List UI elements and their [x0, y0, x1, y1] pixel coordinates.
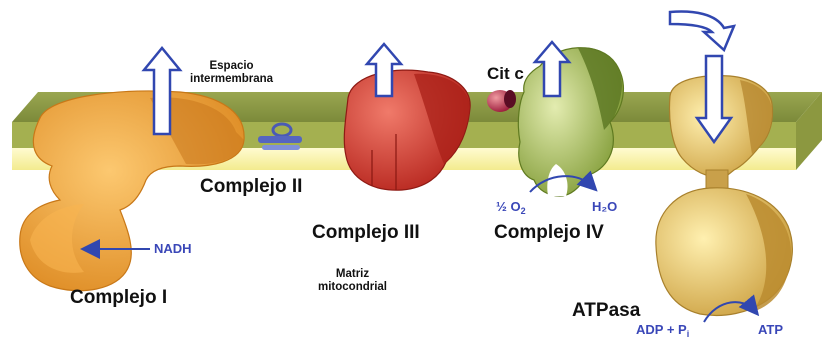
- atp-synthase-shape: [656, 76, 792, 316]
- matrix-line-2: mitocondrial: [318, 281, 387, 293]
- water-label: H₂O: [592, 199, 617, 214]
- intermembrane-space-line-1: Espacio: [209, 60, 253, 72]
- matrix-label: Matriz mitocondrial: [318, 268, 387, 294]
- complex-4-label: Complejo IV: [494, 222, 604, 244]
- nadh-label: NADH: [154, 241, 192, 256]
- intermembrane-space-label: Espacio intermembrana: [190, 60, 273, 86]
- oxygen-subscript: 2: [521, 206, 526, 216]
- adp-text: ADP + P: [636, 322, 687, 337]
- oxygen-text: ½ O: [496, 199, 521, 214]
- cytochrome-c-label: Cit c: [487, 64, 524, 84]
- complex-1-label: Complejo I: [70, 287, 167, 309]
- complex-3-label: Complejo III: [312, 222, 420, 244]
- intermembrane-space-line-2: intermembrana: [190, 73, 273, 85]
- atp-label: ATP: [758, 322, 783, 337]
- complex-3-shape: [344, 70, 470, 190]
- atpase-label: ATPasa: [572, 300, 640, 322]
- adp-label: ADP + Pi: [636, 322, 689, 339]
- complex-4-shape: [518, 47, 623, 196]
- oxygen-label: ½ O2: [496, 199, 526, 216]
- complex-2-label: Complejo II: [200, 176, 302, 198]
- matrix-line-1: Matriz: [336, 268, 369, 280]
- adp-subscript: i: [687, 329, 690, 339]
